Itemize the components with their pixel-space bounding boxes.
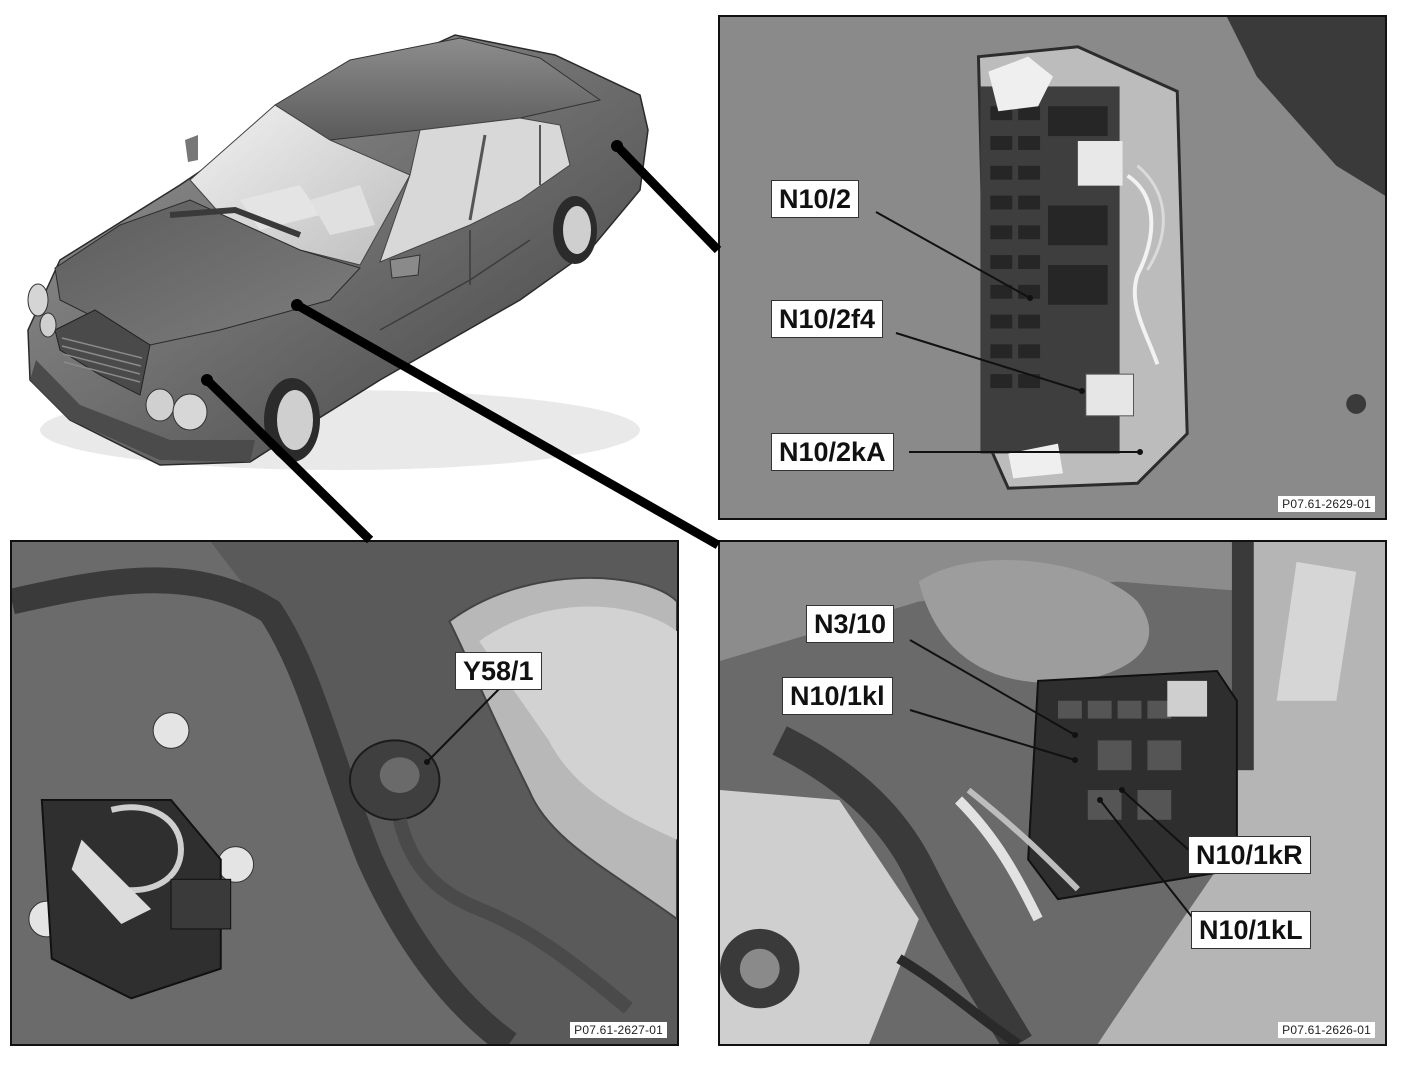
car-illustration <box>27 34 649 470</box>
callout-n10-2ka: N10/2kA <box>771 433 894 471</box>
relay-white <box>1077 141 1123 186</box>
callout-n10-1kr: N10/1kR <box>1188 836 1311 874</box>
callout-n10-1kl: N10/1kl <box>782 677 893 715</box>
callout-n10-2: N10/2 <box>771 180 860 218</box>
headlight-right <box>145 388 175 422</box>
grille <box>54 309 151 396</box>
panel-valve: P07.61-2627-01 <box>10 540 679 1046</box>
reference-code: P07.61-2627-01 <box>570 1022 667 1038</box>
relay-f4 <box>1085 373 1135 417</box>
headlight-left <box>27 283 49 317</box>
reference-code: P07.61-2629-01 <box>1278 496 1375 512</box>
callout-n3-10: N3/10 <box>806 605 895 643</box>
car-roof <box>274 37 602 141</box>
callout-n10-2f4: N10/2f4 <box>771 300 884 338</box>
valve-photo <box>12 542 677 1044</box>
callout-n10-1kl-lower: N10/1kL <box>1191 911 1311 949</box>
callout-y58-1: Y58/1 <box>455 652 542 690</box>
reference-code: P07.61-2626-01 <box>1278 1022 1375 1038</box>
engine-relaybox-photo <box>720 542 1385 1044</box>
